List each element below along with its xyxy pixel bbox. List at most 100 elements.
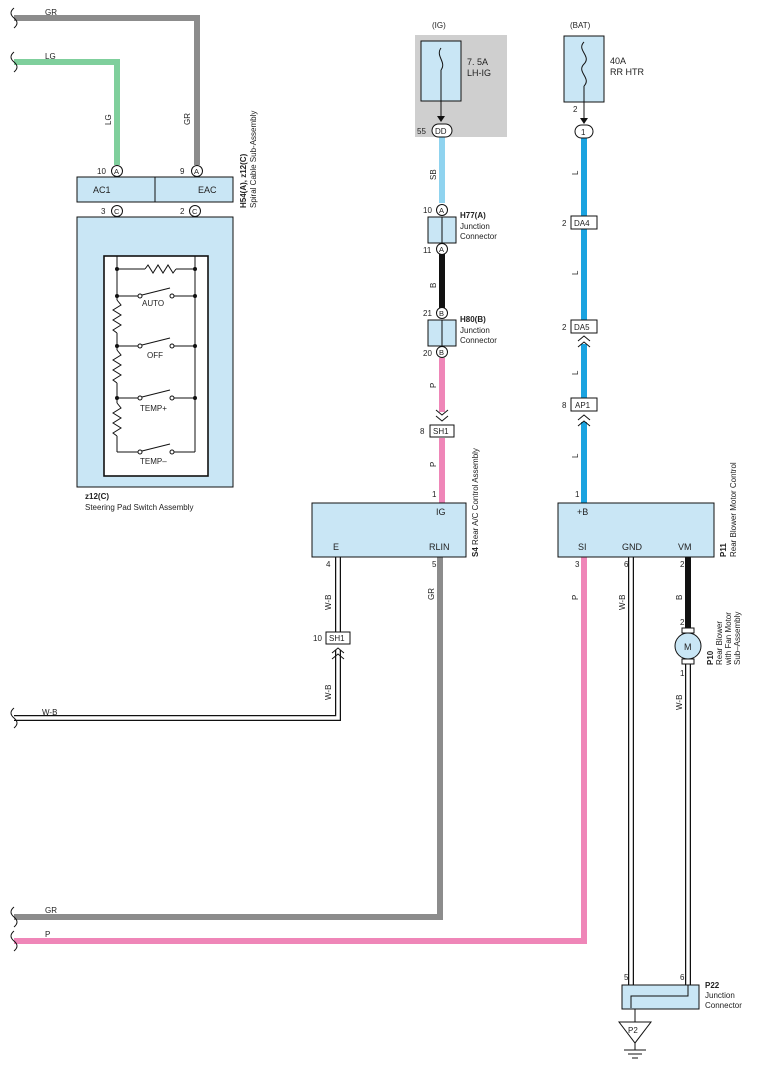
s4-pin-rlin: 5 — [432, 560, 437, 569]
wire-label-b-h77: B — [429, 283, 438, 288]
h77-pin-top: 10 — [423, 206, 432, 215]
wire-label-wb-gnd: W-B — [618, 595, 627, 610]
fuse-bat-source: (BAT) — [570, 21, 591, 30]
switch-name: Steering Pad Switch Assembly — [85, 503, 194, 512]
conn-a-9: A — [194, 167, 199, 176]
terminal-eac: EAC — [198, 185, 217, 195]
switch-pos-temp-plus: TEMP+ — [140, 404, 167, 413]
fuse-ig: (IG) 7. 5A LH-IG 55 DD — [415, 21, 507, 138]
wire-label-wb-s4b: W-B — [324, 685, 333, 700]
break-marks — [10, 7, 18, 952]
conn-a-10: A — [114, 167, 119, 176]
wire-label-lg-top: LG — [45, 52, 56, 61]
connector-sh1-bottom: 10 SH1 — [313, 631, 351, 660]
wire-lg-top — [14, 59, 120, 165]
spiral-name: Spiral Cable Sub-Assembly — [249, 111, 258, 208]
switch-pos-off: OFF — [147, 351, 163, 360]
wire-label-l-4: L — [571, 453, 580, 458]
fuse-ig-source: (IG) — [432, 21, 446, 30]
h77-conn-top: A — [439, 206, 444, 215]
spiral-cable: AC1 EAC 10 A 9 A 3 C 2 C H54(A), z12(C) … — [76, 111, 258, 217]
wire-label-l-1: L — [571, 170, 580, 175]
p11-name: Rear Blower Motor Control — [729, 462, 738, 557]
ap1-label: AP1 — [575, 401, 591, 410]
h77-name2: Connector — [460, 232, 497, 241]
fuse-bat-name: RR HTR — [610, 67, 644, 77]
switch-inner — [103, 255, 209, 477]
sh1-a-label: SH1 — [433, 427, 449, 436]
wire-label-wb-s4: W-B — [324, 595, 333, 610]
s4-label-ig: IG — [436, 507, 446, 517]
fuse-ig-rating: 7. 5A — [467, 57, 488, 67]
terminal-ac1: AC1 — [93, 185, 111, 195]
sh1-a-pin: 8 — [420, 427, 425, 436]
h80-id: H80(B) — [460, 315, 486, 324]
s4-pin-e: 4 — [326, 560, 331, 569]
h80-name2: Connector — [460, 336, 497, 345]
pin-num-3: 3 — [101, 207, 106, 216]
p11-pin-vm: 2 — [680, 560, 685, 569]
wire-label-wb-motor: W-B — [675, 695, 684, 710]
s4-label-rlin: RLIN — [429, 542, 450, 552]
p22-name1: Junction — [705, 991, 735, 1000]
p10-name2: with Fan Motor — [724, 612, 733, 666]
p11-pin-gnd: 6 — [624, 560, 629, 569]
fuse-ig-conn: DD — [435, 127, 447, 136]
p11-label-gnd: GND — [622, 542, 643, 552]
fuse-bat-rating: 40A — [610, 56, 626, 66]
da4-pin: 2 — [562, 219, 567, 228]
h77-pin-bottom: 11 — [423, 246, 432, 255]
wires-wb — [14, 557, 691, 985]
ground-icon — [617, 1021, 653, 1044]
wire-label-gr-bottom: GR — [45, 906, 57, 915]
wire-label-gr-top: GR — [45, 8, 57, 17]
pin-num-9: 9 — [180, 167, 185, 176]
motor-symbol: M — [684, 642, 692, 652]
ground-label: P2 — [628, 1026, 638, 1035]
pin-num-2: 2 — [180, 207, 185, 216]
p10-name1: Rear Blower — [715, 621, 724, 665]
pin-num-10: 10 — [97, 167, 106, 176]
h80-conn-top: B — [439, 309, 444, 318]
p11-label-b: +B — [577, 507, 588, 517]
rear-blower-motor-control: 1 +B SI GND VM 3 6 2 P11 Rear Blower Mot… — [557, 462, 738, 569]
connector-sh1-top: 8 SH1 — [420, 409, 455, 438]
sh1-b-pin: 10 — [313, 634, 322, 643]
h80-name1: Junction — [460, 326, 490, 335]
wire-label-sb: SB — [429, 169, 438, 180]
h77-name1: Junction — [460, 222, 490, 231]
fuse-bat-pin: 1 — [581, 128, 586, 137]
p10-pin-bottom: 1 — [680, 669, 685, 678]
h80-pin-top: 21 — [423, 309, 432, 318]
p10-pin-top: 2 — [680, 618, 685, 627]
sh1-b-label: SH1 — [329, 634, 345, 643]
fuse-bat: (BAT) 40A RR HTR 2 1 — [563, 21, 644, 139]
p10-id: P10 — [706, 650, 715, 665]
s4-label-e: E — [333, 542, 339, 552]
s4-name: Rear A/C Control Assembly — [471, 448, 480, 545]
wires — [14, 15, 691, 944]
switch-pos-temp-minus: TEMP– — [140, 457, 167, 466]
p11-id: P11 — [719, 543, 728, 557]
fuse-bat-pin-top: 2 — [573, 105, 578, 114]
pin-a-10 — [111, 165, 123, 177]
ap1-pin: 8 — [562, 401, 567, 410]
wire-label-gr-s4: GR — [427, 588, 436, 600]
h77-id: H77(A) — [460, 211, 486, 220]
wire-label-b-vm: B — [675, 595, 684, 600]
steering-pad-switch: AUTO OFF TEMP+ TEMP — [76, 216, 234, 512]
wire-label-p-h80: P — [429, 383, 438, 388]
wire-gr-top — [14, 15, 200, 165]
wire-gr-bottom — [14, 557, 443, 920]
fuse-ig-connector — [431, 123, 453, 138]
fuse-ig-pin: 55 — [417, 127, 426, 136]
conn-c-3: C — [114, 207, 120, 216]
s4-pin-ig: 1 — [432, 490, 437, 499]
wire-label-wb-left: W-B — [42, 708, 57, 717]
wire-label-gr-v: GR — [183, 113, 192, 125]
h80-pin-bottom: 20 — [423, 349, 432, 358]
wire-p-bottom — [14, 557, 587, 944]
p22-id: P22 — [705, 981, 720, 990]
da4-label: DA4 — [574, 219, 590, 228]
